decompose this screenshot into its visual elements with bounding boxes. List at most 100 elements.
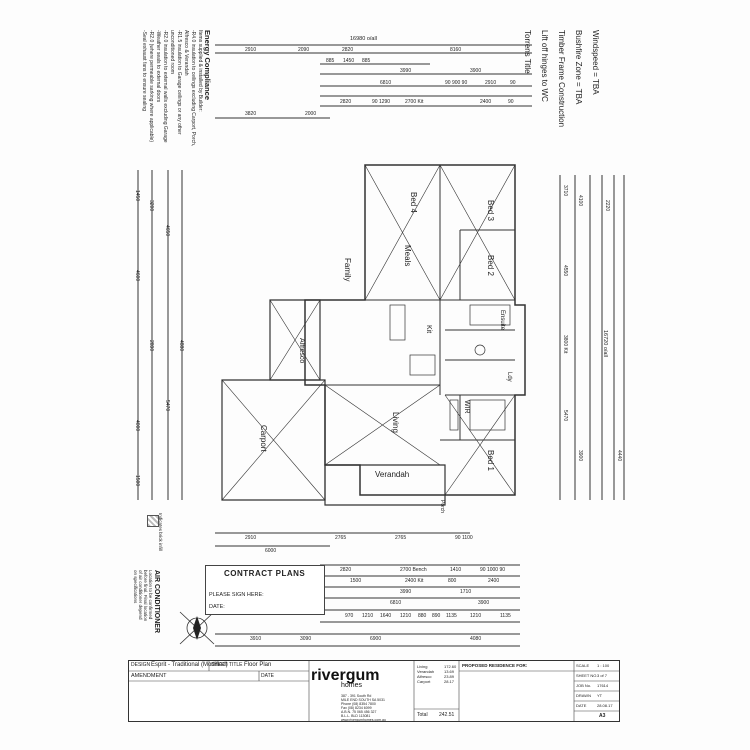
energy-line: -Weather seals to external doors [155,30,161,103]
dim-label: 2765 [395,535,407,541]
overall-depth-label: 16720 o/all [602,330,608,357]
dim-label: 2400 [480,99,492,105]
dim-label: 2910 [245,47,257,53]
dim-label: 90 [510,80,516,86]
dim-label: 4880 [178,340,184,352]
aircon-title: AIR CONDITIONER [153,570,160,633]
room-label-ensuite: Ensuite [499,310,505,331]
dim-label: 3200 [148,200,154,212]
dim-label: 3990 [400,68,412,74]
scale-value: 1 : 100 [597,663,610,668]
address-line: Fax (08) 8234 6099 [341,706,372,710]
area-value: 28.17 [444,679,455,684]
dim-label: 3910 [250,636,262,642]
title-block: DESIGN Esprit - Traditional (Modified) S… [128,660,620,722]
laundry-fixtures [469,399,506,431]
dim-label: 3800 Kit [562,335,568,354]
dim-label: 1500 [134,475,140,487]
dim-label: 1500 [350,578,362,584]
dim-label: 6000 [265,548,277,554]
company-logo: rivergum homes [311,667,379,689]
note-title: Torrens Title [523,30,532,74]
energy-line: -R2.0 (where permeable sarking where app… [148,30,154,142]
dim-label: 3710 [562,185,568,197]
aircon-line: of air conditioner depend [138,570,143,620]
dim-label: 2400 [488,578,500,584]
dim-label: 1410 [450,567,462,573]
dim-label: 2220 [604,200,610,212]
energy-title: Energy Compliance [203,30,212,101]
address-line: B.L.L. BLD 113081 [341,714,371,718]
dim-label: 1450 [134,190,140,202]
amendment-label: AMENDMENT [131,673,167,679]
dim-label: 4650 [164,225,170,237]
dim-label: 2890 [148,340,154,352]
energy-line: Items supplied & installed by Builder: [197,30,203,112]
hatch-legend-swatch [147,515,159,527]
dim-label: 3990 [400,589,412,595]
room-label-living: Living [391,412,400,433]
energy-line: unconditioned room [169,30,175,74]
room-label-ldy: Ldy [506,372,512,382]
dim-label: 2400 Kit [405,578,424,584]
drawn-label: DRAWN [576,693,591,698]
company-sub: homes [341,682,363,689]
room-label-bed1: Bed 1 [486,450,495,471]
north-arrow-needle [193,616,201,640]
dim-label: 3090 [300,636,312,642]
toilet [474,344,486,356]
address-line: A.B.N. 75 065 456 327 [341,710,377,714]
address-line: www.rivergumhomes.com.au [341,718,386,722]
job-label: JOB No. [576,683,592,688]
dim-label: 1135 [500,613,511,619]
room-label-carport: Carport [259,425,268,452]
room-label-bed3: Bed 3 [486,200,495,221]
dim-label: 2700 Kit [405,99,424,105]
dim-label: 2700 Bench [400,567,427,573]
total-value: 242.51 [439,712,455,718]
dim-label: 6810 [380,80,392,86]
energy-line: -Seal exhaust fans to ensure sealing [141,30,147,111]
area-value: 172.60 [444,664,457,669]
area-schedule: Living 172.60 Verandah 13.69 Alfresco 23… [417,664,456,684]
dim-label: 1135 [446,613,457,619]
scale-label: SCALE [576,663,590,668]
dim-label: 8160 [450,47,462,53]
area-name: Carport [417,679,431,684]
drawn-value: YT [597,693,603,698]
dim-label: 880 [418,613,427,619]
address-line: 387 - 391 South Rd [341,694,372,698]
note-hinges: Lift off hinges to WC [540,30,549,102]
dim-label: 1210 [362,613,374,619]
room-label-verandah: Verandah [375,470,410,479]
dim-label: 3900 [470,68,482,74]
dim-label: 2820 [340,99,352,105]
dim-label: 4440 [616,450,622,462]
dim-label: 90 900 90 [445,80,468,86]
dim-label: 1210 [400,613,412,619]
dim-label: 1210 [470,613,482,619]
date-value: 28.08.17 [597,703,613,708]
dim-label: 2910 [485,80,497,86]
room-label-bed4: Bed 4 [409,192,418,213]
dim-label: 5470 [164,400,170,412]
note-frame: Timber Frame Construction [557,30,566,128]
stamp-sign-label: PLEASE SIGN HERE: [209,592,264,598]
robe [449,399,459,431]
energy-line: Alfresco & Verandah [183,30,189,76]
design-name: Esprit - Traditional (Modified) [151,662,228,668]
dim-label: 2910 [245,535,257,541]
energy-line: -R1.5 insulation to Garage ceilings or a… [176,30,182,135]
dim-label: 2000 [305,111,317,117]
energy-line: -R4.0 insulation to ceilings excluding C… [190,30,196,147]
ensuite-vanity [469,304,511,326]
dim-label: 2820 [342,47,354,53]
contract-plans-stamp: CONTRACT PLANS PLEASE SIGN HERE: DATE: [205,565,325,615]
area-name: Alfresco [417,674,432,679]
room-label-kit: Kit [425,325,432,334]
title-block-grid [129,661,619,721]
dim-label: 90 1000 90 [480,567,506,573]
dim-label: 6810 [390,600,402,606]
dim-label: 90 1290 [372,99,391,105]
